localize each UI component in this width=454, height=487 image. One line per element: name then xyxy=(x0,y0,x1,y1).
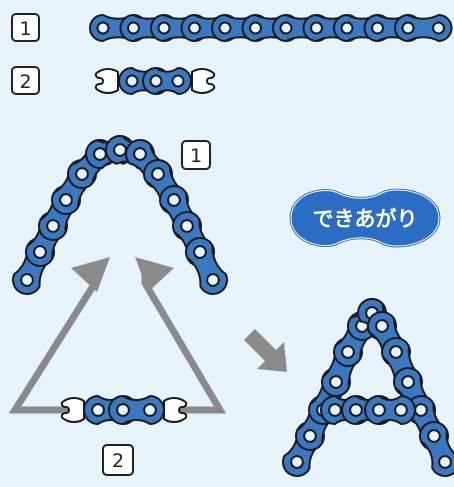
step-1-number-middle: 1 xyxy=(190,145,202,167)
letter-a-chain xyxy=(282,298,454,477)
left-connector-clip-bottom xyxy=(60,397,85,423)
v-chain-link xyxy=(185,237,228,295)
short-chain-link-top xyxy=(142,66,192,96)
a-crossbar-link xyxy=(364,394,416,426)
short-chain-segment-top xyxy=(94,66,216,96)
step-1-number-top: 1 xyxy=(19,18,31,40)
step-2-label-bottom: 2 xyxy=(102,444,134,476)
short-chain-link-bottom xyxy=(108,394,165,426)
assembly-arrows xyxy=(8,265,227,414)
right-connector-clip-bottom xyxy=(163,397,188,423)
step-2-number-bottom: 2 xyxy=(112,450,124,472)
step-1-label-top: 1 xyxy=(11,13,40,42)
step-1-label-middle: 1 xyxy=(181,140,211,170)
step-2-number-top: 2 xyxy=(19,71,31,93)
long-chain-link xyxy=(394,13,453,43)
a-chain-link xyxy=(419,421,454,477)
result-arrow xyxy=(244,329,287,372)
long-chain-segment xyxy=(89,13,453,43)
finished-badge-label: できあがり xyxy=(313,207,418,231)
left-connector-clip-top xyxy=(94,68,119,94)
right-arrow-head xyxy=(135,257,174,292)
inverted-v-chain xyxy=(12,135,228,295)
right-connector-clip-top xyxy=(191,68,216,94)
left-arrow-head xyxy=(71,257,110,292)
short-chain-segment-bottom xyxy=(60,394,188,426)
step-2-label-top: 2 xyxy=(11,66,40,95)
finished-badge: できあがり xyxy=(288,187,442,249)
